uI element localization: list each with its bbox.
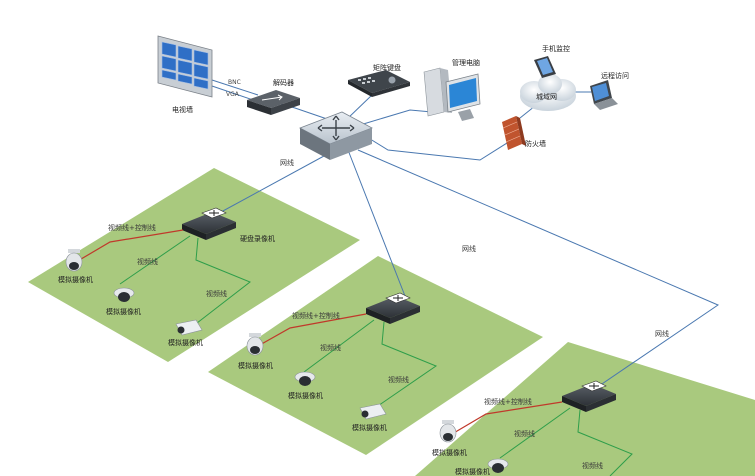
z1-video-label-a: 视频线 bbox=[137, 257, 158, 266]
dvr-zone-3 bbox=[562, 380, 616, 412]
management-pc-label: 管理电脑 bbox=[452, 58, 480, 67]
core-switch bbox=[299, 111, 373, 160]
laptop-device bbox=[590, 80, 618, 110]
video-wall-label: 电视墙 bbox=[172, 105, 193, 114]
dome-camera-z1-1 bbox=[65, 249, 83, 272]
camera-z1-2-label: 模拟摄像机 bbox=[106, 307, 141, 316]
dvr-zone-2 bbox=[366, 292, 420, 324]
control-line-z3 bbox=[451, 401, 563, 435]
decoder-label: 解码器 bbox=[273, 78, 294, 87]
keyboard-label: 矩阵键盘 bbox=[373, 63, 401, 72]
camera-z2-2-label: 模拟摄像机 bbox=[288, 391, 323, 400]
vga-label: VGA bbox=[226, 91, 240, 98]
dvr-zone-1-label: 硬盘录像机 bbox=[240, 234, 275, 243]
video-line-z1-a bbox=[119, 235, 191, 285]
dome-camera-z3-1 bbox=[439, 420, 457, 443]
camera-z2-1-label: 模拟摄像机 bbox=[238, 361, 273, 370]
z1-video-label-b: 视频线 bbox=[206, 289, 227, 298]
network-label-z2: 网线 bbox=[462, 244, 476, 253]
zone-1-ground bbox=[28, 168, 360, 362]
dvr-zone-1 bbox=[182, 207, 236, 240]
video-line-z3-a bbox=[499, 407, 571, 459]
network-label-z3: 网线 bbox=[655, 329, 669, 338]
bullet-camera-z2-3 bbox=[359, 403, 387, 420]
network-label-core: 网线 bbox=[280, 158, 294, 167]
z2-video-label-b: 视频线 bbox=[388, 375, 409, 384]
z3-video-control-label: 视频线+控制线 bbox=[484, 397, 532, 406]
firewall-device bbox=[502, 116, 526, 150]
bullet-camera-z1-3 bbox=[175, 319, 203, 336]
camera-z3-2-label: 模拟摄像机 bbox=[455, 467, 490, 476]
dome-camera-z2-1 bbox=[246, 333, 264, 356]
camera-z1-3-label: 模拟摄像机 bbox=[168, 338, 203, 347]
z3-video-label-a: 视频线 bbox=[514, 429, 535, 438]
management-pc bbox=[423, 67, 481, 121]
z2-video-control-label: 视频线+控制线 bbox=[292, 311, 340, 320]
zone-2-ground bbox=[208, 256, 543, 455]
bnc-label: BNC bbox=[228, 79, 241, 86]
network-links bbox=[209, 73, 720, 389]
z1-video-control-label: 视频线+控制线 bbox=[108, 223, 156, 232]
mobile-phone-device bbox=[534, 56, 556, 78]
video-wall bbox=[157, 35, 213, 98]
wan-cloud bbox=[520, 74, 576, 111]
camera-z1-1-label: 模拟摄像机 bbox=[58, 275, 93, 284]
video-line-z3-b bbox=[577, 409, 633, 476]
firewall-label: 防火墙 bbox=[525, 139, 546, 148]
video-line-z1-b bbox=[187, 237, 251, 331]
z3-video-label-b: 视频线 bbox=[582, 461, 603, 470]
remote-access-label: 远程访问 bbox=[601, 71, 629, 80]
video-line-z2-a bbox=[303, 319, 375, 373]
control-line-z2 bbox=[257, 313, 367, 347]
matrix-keyboard bbox=[348, 70, 410, 97]
camera-z2-3-label: 模拟摄像机 bbox=[352, 423, 387, 432]
mobile-monitor-label: 手机监控 bbox=[542, 44, 570, 53]
camera-z3-1-label: 模拟摄像机 bbox=[432, 448, 467, 457]
control-line-z1 bbox=[75, 229, 184, 263]
wan-label: 城域网 bbox=[536, 92, 557, 101]
decoder-device bbox=[247, 90, 300, 115]
dome-camera-z3-2 bbox=[487, 458, 509, 473]
dome-camera-z1-2 bbox=[113, 287, 135, 302]
dome-camera-z2-2 bbox=[294, 371, 316, 386]
video-line-z2-b bbox=[371, 321, 438, 411]
z2-video-label-a: 视频线 bbox=[320, 343, 341, 352]
